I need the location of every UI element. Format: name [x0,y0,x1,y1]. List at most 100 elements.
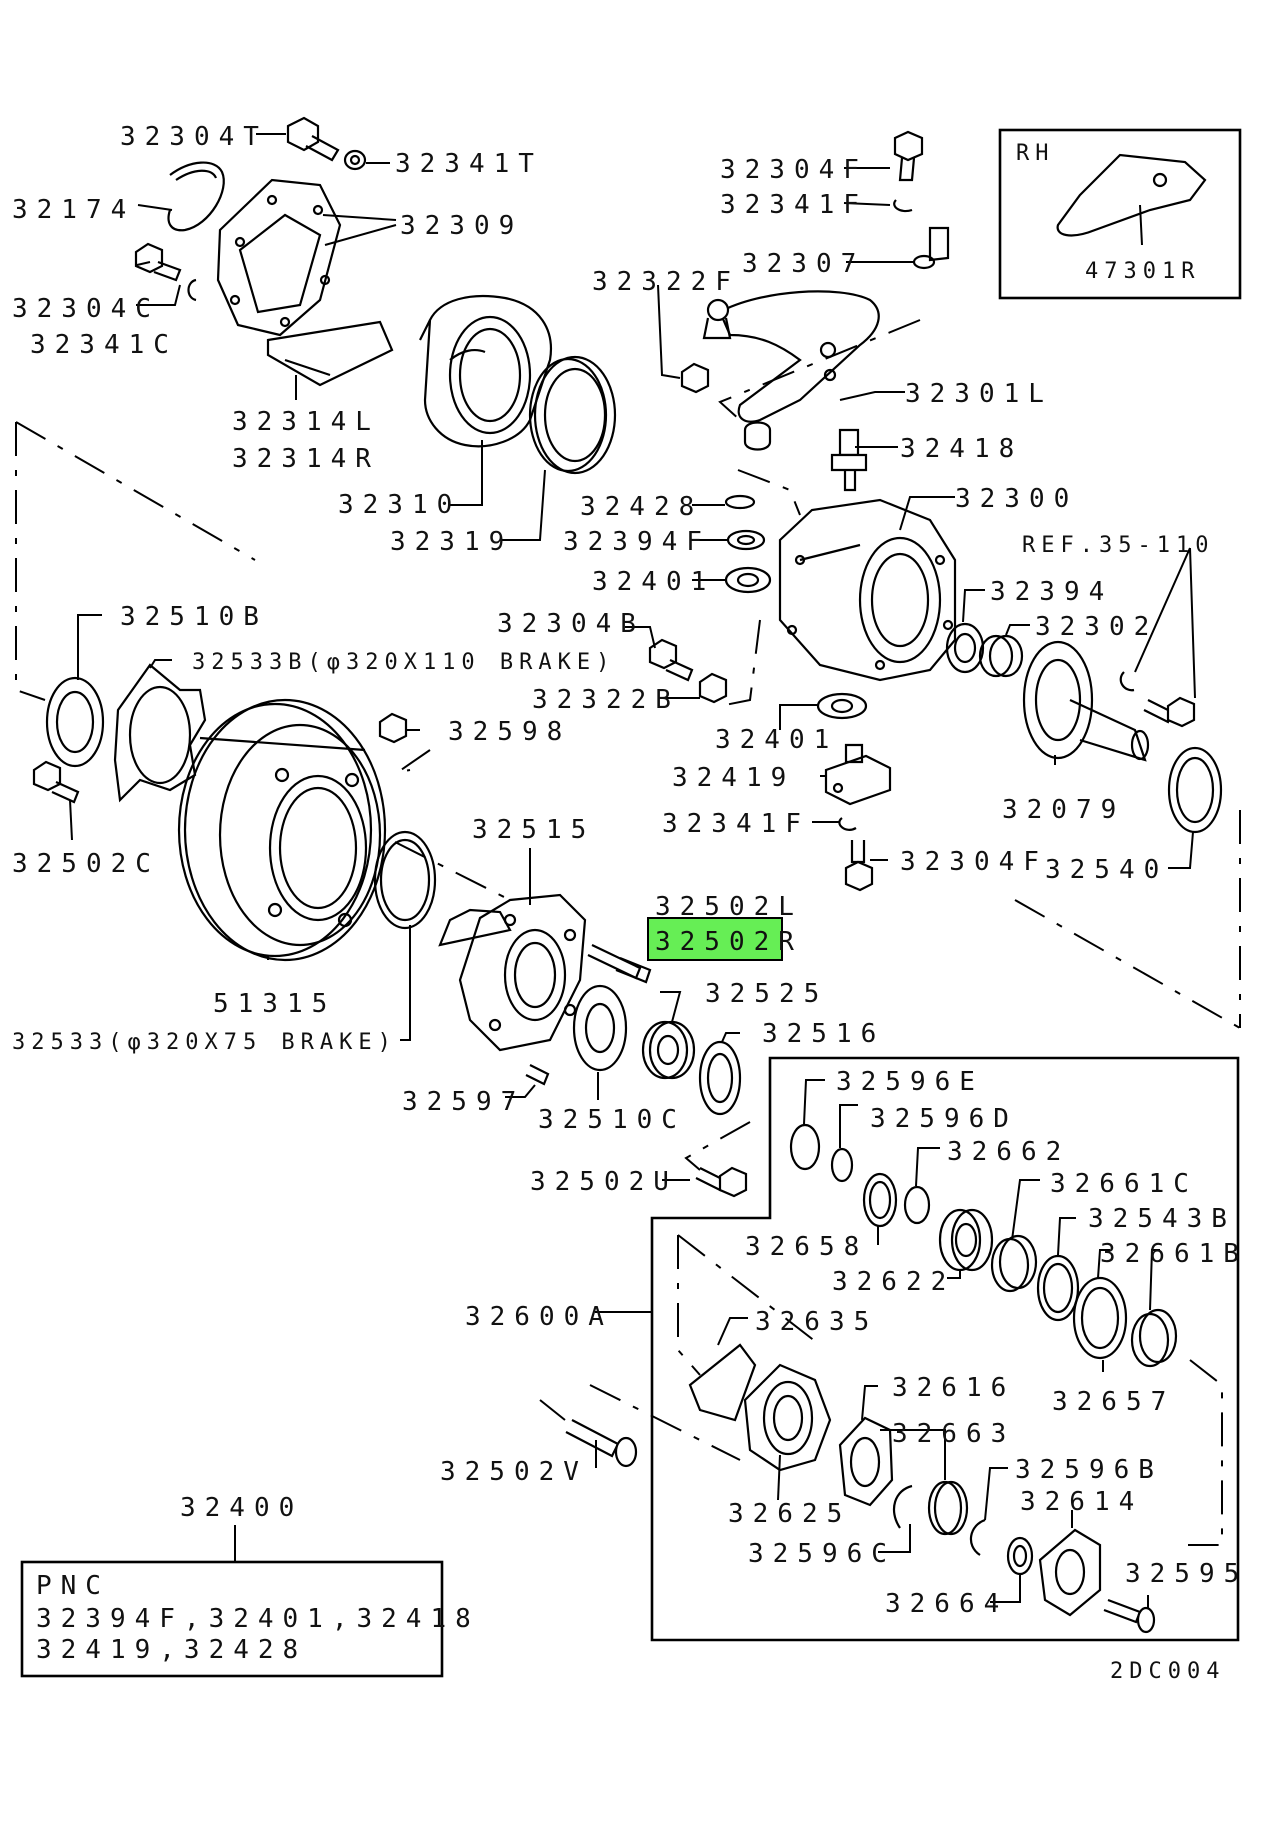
seal-32510B[interactable] [45,676,105,768]
nut-32322B[interactable] [698,672,728,704]
snap-32596C[interactable] [892,1484,913,1529]
ring-32664[interactable] [1006,1536,1034,1576]
washer-32341F-top[interactable] [893,199,913,213]
gasket-32309[interactable] [216,178,342,337]
nut-32322F[interactable] [680,362,710,394]
kingpin-32418[interactable] [830,428,868,492]
label-32302: 32302 [1035,612,1158,642]
bolt-32304C[interactable] [134,242,182,282]
ring-32543B[interactable] [1036,1254,1080,1322]
gear-32657[interactable] [1072,1276,1128,1360]
washer-32516[interactable] [698,1040,742,1116]
cover-32314L[interactable] [266,320,394,387]
bearing-32533[interactable] [373,830,437,930]
bearing-32302[interactable] [978,634,1024,678]
ring-32596E[interactable] [789,1123,821,1171]
seal-32319[interactable] [528,355,617,475]
label-32428: 32428 [580,492,703,522]
gasket-32616[interactable] [838,1416,894,1507]
label-32300: 32300 [955,484,1078,514]
drum-51315[interactable] [177,698,387,962]
pin-32597[interactable] [525,1064,550,1086]
bolt-32595[interactable] [1103,1598,1156,1634]
pnc-title: PNC [36,1571,110,1601]
clutch-32622[interactable] [938,1208,994,1272]
label-32635: 32635 [755,1307,878,1337]
ring-32658[interactable] [862,1172,898,1228]
label-32341F-top: 32341F [720,190,868,220]
label-32661B: 32661B [1100,1239,1248,1269]
label-32533B: 32533B(φ320X110 BRAKE) [192,650,615,675]
bolt-32502V[interactable] [565,1419,638,1468]
label-32622: 32622 [832,1267,955,1297]
label-32662: 32662 [947,1137,1070,1167]
label-32341C: 32341C [30,330,178,360]
spring-32661C[interactable] [990,1234,1038,1293]
label-51315: 51315 [213,989,336,1019]
bolt-ref[interactable] [1143,696,1196,728]
label-32658: 32658 [745,1232,868,1262]
housing-32635[interactable] [688,1343,757,1422]
washer-32341C[interactable] [187,278,197,302]
stud-32502L[interactable] [587,944,652,984]
bracket-32307[interactable] [912,226,950,270]
spindle-32079[interactable] [1022,640,1150,762]
bolt-32502U[interactable] [695,1166,748,1198]
ring-32662[interactable] [903,1185,931,1225]
snap-32596B[interactable] [969,1518,986,1556]
label-32322B: 32322B [532,685,680,715]
steering-arm-32301L[interactable] [718,290,880,451]
plate-32533B[interactable] [113,663,207,803]
seal-32540[interactable] [1167,746,1223,834]
bearing-32510C[interactable] [572,984,628,1072]
label-32502V: 32502V [440,1457,588,1487]
cap-32614[interactable] [1038,1528,1102,1617]
highlight-32502R[interactable] [647,917,783,961]
washer-32341F-b[interactable] [838,817,857,831]
rh-inset: RH 47301R [998,128,1242,300]
ring-32663[interactable] [927,1480,969,1536]
cap-32419[interactable] [824,743,892,806]
label-32663: 32663 [892,1419,1015,1449]
bolt-32304B[interactable] [648,638,694,682]
ring-32596D[interactable] [830,1147,854,1183]
bolt-32304F-b[interactable] [844,840,874,892]
nut-32525[interactable] [641,1020,696,1080]
label-32304B: 32304B [497,609,645,639]
label-32543B: 32543B [1088,1204,1236,1234]
label-32079: 32079 [1002,795,1125,825]
steering-arm-47301R[interactable] [1056,153,1207,237]
washer-ref[interactable] [1119,671,1135,692]
washer-32341T[interactable] [343,149,367,171]
label-32664: 32664 [885,1589,1008,1619]
carrier-32310[interactable] [419,294,552,448]
label-32341T: 32341T [395,149,543,179]
bolt-32502C[interactable] [32,760,80,804]
bolt-32304F-top[interactable] [893,130,924,182]
label-32400: 32400 [180,1493,303,1523]
label-32596B: 32596B [1015,1455,1163,1485]
hub-32515[interactable] [438,893,587,1052]
bearing-32394F[interactable] [726,529,766,551]
body-32625[interactable] [743,1363,832,1472]
clamp-32174[interactable] [167,161,225,232]
bolt-32304T[interactable] [286,116,340,162]
bearing-32401-a[interactable] [724,566,772,594]
knuckle-32300[interactable] [778,498,957,682]
seal-32394[interactable] [945,622,985,674]
label-32394F: 32394F [563,527,711,557]
nut-32598[interactable] [378,712,408,744]
label-32314L: 32314L [232,407,380,437]
ball-stud-32322F[interactable] [702,298,732,340]
shim-32428[interactable] [724,494,756,510]
bearing-32401-b[interactable] [816,692,868,720]
label-32419: 32419 [672,763,795,793]
label-32597: 32597 [402,1087,525,1117]
pnc-line-2: 32419,32428 [36,1635,307,1665]
spring-32661B[interactable] [1130,1308,1178,1368]
diagram-code: 2DC004 [1110,1659,1225,1684]
label-32401-a: 32401 [592,567,715,597]
label-32540: 32540 [1045,855,1168,885]
label-32307: 32307 [742,249,865,279]
